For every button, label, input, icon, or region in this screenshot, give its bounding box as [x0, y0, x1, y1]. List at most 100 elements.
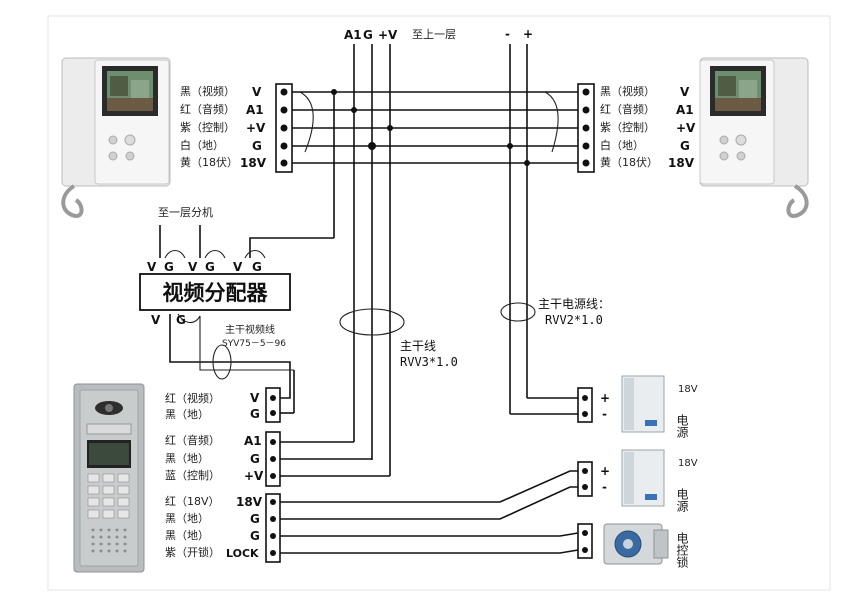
door-term-label-cn: 黑（地） — [165, 452, 209, 465]
door-power-lock-terminal-block — [265, 493, 281, 563]
right-monitor-terminal-labels: 黑（视频） V 红（音频） A1 紫（控制） +V 白（地） G 黄（18伏） … — [600, 84, 696, 170]
splitter-port-label: G — [176, 313, 186, 327]
outdoor-door-station — [73, 383, 145, 573]
right-term-label-en: A1 — [676, 103, 694, 117]
psu1-terminal-block — [577, 387, 593, 423]
splitter-port-label: G — [164, 260, 174, 274]
splitter-video-trunk — [169, 313, 294, 399]
to-first-floor-extension-label: 至一层分机 — [158, 205, 213, 219]
video-splitter-box — [139, 273, 291, 311]
right-term-label-cn: 黑（视频） — [600, 84, 655, 98]
power-supply-2-unit — [621, 449, 665, 507]
left-term-label-en: V — [252, 85, 262, 99]
power-trunk-label: 主干电源线： — [538, 297, 610, 311]
door-term-label-cn: 黑（地） — [165, 408, 209, 421]
left-term-label-cn: 白（地） — [180, 138, 224, 152]
splitter-port-label: G — [252, 260, 262, 274]
splitter-bottom-port-labels: V G — [151, 313, 186, 327]
door-term-label-cn: 紫（开锁） — [165, 545, 220, 559]
door-term-label-cn: 红（18V） — [165, 495, 220, 508]
left-term-label-cn: 黑（视频） — [180, 84, 235, 98]
door-term-label-en: G — [250, 407, 260, 421]
psu1-plus-label: + — [600, 391, 610, 405]
electric-lock-unit — [603, 523, 669, 565]
splitter-port-label: V — [147, 260, 157, 274]
to-upper-floor-label: 至上一层 — [412, 28, 456, 41]
right-term-label-en: +V — [676, 121, 696, 135]
door-video-terminal-block — [265, 387, 281, 423]
left-term-label-en: +V — [246, 121, 266, 135]
video-trunk-spec: SYV75－5－96 — [222, 339, 286, 349]
splitter-port-label: V — [188, 260, 198, 274]
left-term-label-en: A1 — [246, 103, 264, 117]
main-trunk-bundle-marker — [339, 308, 405, 336]
left-term-label-cn: 红（音频） — [180, 102, 235, 116]
right-indoor-monitor — [699, 57, 809, 218]
door-term-label-en: 18V — [236, 495, 263, 509]
door-term-label-en: LOCK — [226, 547, 259, 560]
psu2-minus-label: - — [602, 480, 607, 494]
door-term-label-cn: 黑（地） — [165, 512, 209, 525]
power-trunk-bundle-marker — [500, 302, 536, 322]
video-splitter-title: 视频分配器 — [163, 281, 269, 305]
door-term-label-cn: 黑（地） — [165, 529, 209, 542]
monitor-bus-wires — [292, 91, 578, 164]
splitter-top-port-labels: V G V G V G — [147, 260, 262, 274]
main-trunk-label: 主干线 — [400, 339, 436, 353]
top-a1-label: A1 — [344, 28, 362, 42]
splitter-port-label: V — [151, 313, 161, 327]
psu1-voltage-label: 18V — [678, 384, 698, 395]
door-terminal-screws — [270, 395, 276, 556]
left-monitor-terminal-labels: 黑（视频） V 红（音频） A1 紫（控制） +V 白（地） G 黄（18伏） … — [180, 84, 267, 170]
left-term-label-en: 18V — [240, 156, 267, 170]
door-station-wires — [280, 370, 579, 554]
left-term-label-en: G — [252, 139, 262, 153]
right-terminal-screws — [582, 88, 590, 167]
left-terminal-screws — [280, 88, 288, 167]
right-term-label-cn: 紫（控制） — [600, 120, 655, 134]
psu2-voltage-label: 18V — [678, 458, 698, 469]
right-term-label-en: 18V — [668, 156, 695, 170]
right-term-label-en: G — [680, 139, 690, 153]
video-trunk-label: 主干视频线 — [225, 323, 275, 336]
door-term-label-en: +V — [244, 469, 264, 483]
trunk-vertical-wires — [333, 44, 528, 476]
psu2-terminal-block — [577, 461, 593, 497]
top-plus-label: + — [523, 27, 533, 41]
right-term-label-cn: 白（地） — [600, 138, 644, 152]
electric-lock-label: 电控锁 — [675, 532, 689, 568]
lock-terminal-block — [577, 523, 593, 559]
main-trunk-spec: RVV3*1.0 — [400, 355, 458, 369]
splitter-upper-leads — [159, 225, 334, 259]
left-term-label-cn: 黄（18伏） — [180, 155, 238, 169]
top-g-label: G — [363, 28, 373, 42]
right-term-label-cn: 黄（18伏） — [600, 155, 658, 169]
door-term-label-en: G — [250, 452, 260, 466]
door-term-label-en: V — [250, 391, 260, 405]
power-trunk-spec: RVV2*1.0 — [545, 313, 603, 327]
left-indoor-monitor — [61, 57, 171, 218]
splitter-port-label: G — [205, 260, 215, 274]
door-term-label-en: G — [250, 512, 260, 526]
door-term-label-en: G — [250, 529, 260, 543]
door-term-label-en: A1 — [244, 434, 262, 448]
junction-dots — [331, 89, 530, 166]
left-term-label-cn: 紫（控制） — [180, 120, 235, 134]
psu1-name-label: 电源 — [675, 414, 689, 439]
door-station-terminal-labels: 红（视频） V 黑（地） G 红（音频） A1 黑（地） G 蓝（控制） +V … — [165, 391, 264, 560]
psu1-minus-label: - — [602, 407, 607, 421]
door-term-label-cn: 红（视频） — [165, 391, 220, 405]
video-trunk-bundle-marker — [212, 344, 232, 380]
top-v-label: +V — [378, 28, 398, 42]
right-term-label-cn: 红（音频） — [600, 102, 655, 116]
door-term-label-cn: 蓝（控制） — [165, 468, 220, 482]
top-minus-label: - — [505, 27, 510, 41]
door-term-label-cn: 红（音频） — [165, 433, 220, 447]
power-supply-1-unit — [621, 375, 665, 433]
splitter-port-label: V — [233, 260, 243, 274]
psu2-name-label: 电源 — [675, 488, 689, 513]
psu2-plus-label: + — [600, 464, 610, 478]
right-term-label-en: V — [680, 85, 690, 99]
